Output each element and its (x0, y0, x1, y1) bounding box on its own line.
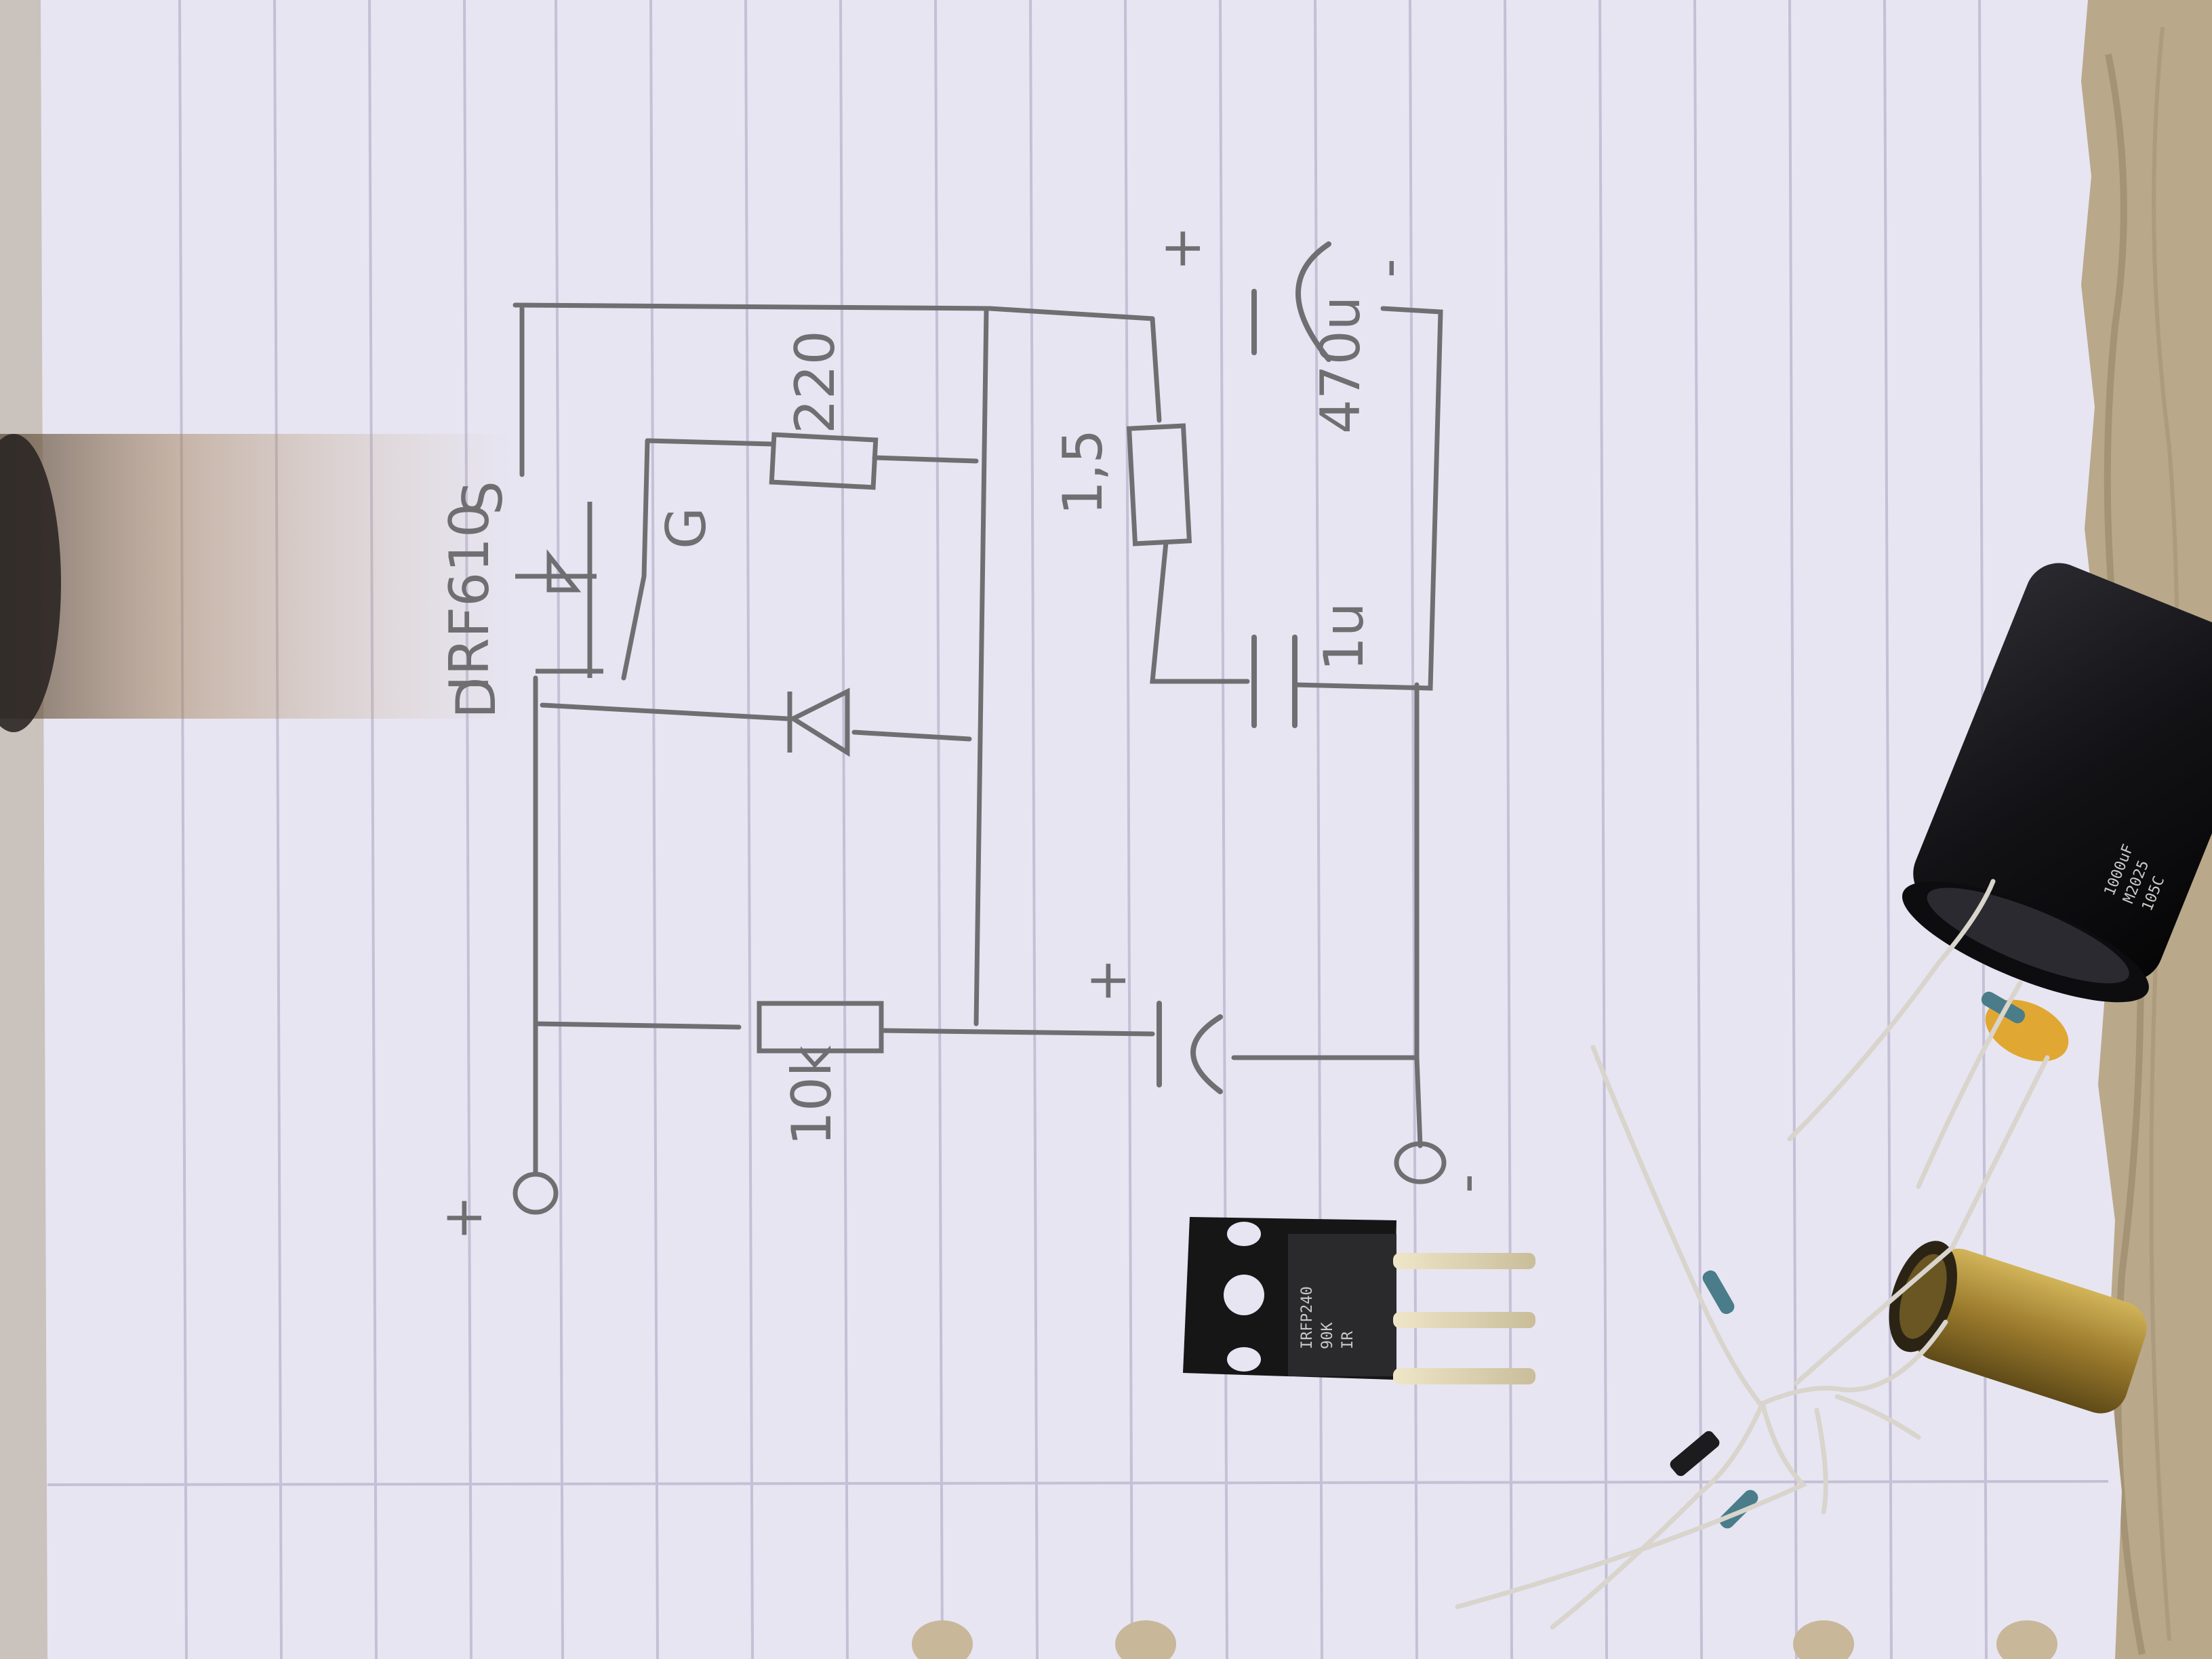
finger-shadow (0, 434, 515, 719)
series-resistor-label: 1,5 (1051, 429, 1114, 515)
gate-resistor-label: 220 (784, 330, 847, 434)
mosfet-lead-1 (1393, 1253, 1535, 1269)
margin-line (47, 1480, 2109, 1486)
cap-large-label: 470u (1309, 296, 1372, 434)
small-gold-capacitor (1889, 1241, 2147, 1414)
mosfet-lead-2 (1393, 1312, 1535, 1328)
binder-holes (912, 1620, 2057, 1659)
resistor-symbols (757, 423, 1192, 1054)
gate-label: G (655, 507, 718, 549)
capacitor-symbols (1157, 241, 1331, 1094)
mosfet-component: IRFP240 90K IR (1183, 1217, 1535, 1384)
drain-label: D (445, 677, 508, 719)
bias-resistor-label: 10k (780, 1045, 843, 1146)
large-black-capacitor: 1000uF M2025 105C (1902, 563, 2212, 1003)
plus-cap-label: + (1075, 958, 1138, 1003)
transistor-part-label: IRF610 (438, 503, 501, 692)
mosfet-marking-2: 90K (1319, 1322, 1336, 1349)
mosfet-symbol (515, 502, 603, 678)
notebook-paper (41, 0, 2122, 1659)
component-leads (1455, 879, 2050, 1630)
finger-tip (0, 434, 61, 732)
source-label: S (451, 481, 515, 515)
diode-symbol (787, 687, 850, 757)
physical-diode (1670, 1431, 1720, 1477)
plus-top-label: + (1150, 226, 1213, 271)
minus-terminal-label: - (1434, 1174, 1497, 1193)
schematic-wires (512, 302, 1447, 1215)
minus-top-label: - (1356, 258, 1420, 278)
plus-terminal-label: + (431, 1195, 494, 1241)
mosfet-marking-3: IR (1340, 1331, 1356, 1349)
mosfet-lead-3 (1393, 1368, 1535, 1384)
mosfet-marking-1: IRFP240 (1299, 1286, 1316, 1349)
cap-small-label: 1u (1312, 602, 1375, 671)
